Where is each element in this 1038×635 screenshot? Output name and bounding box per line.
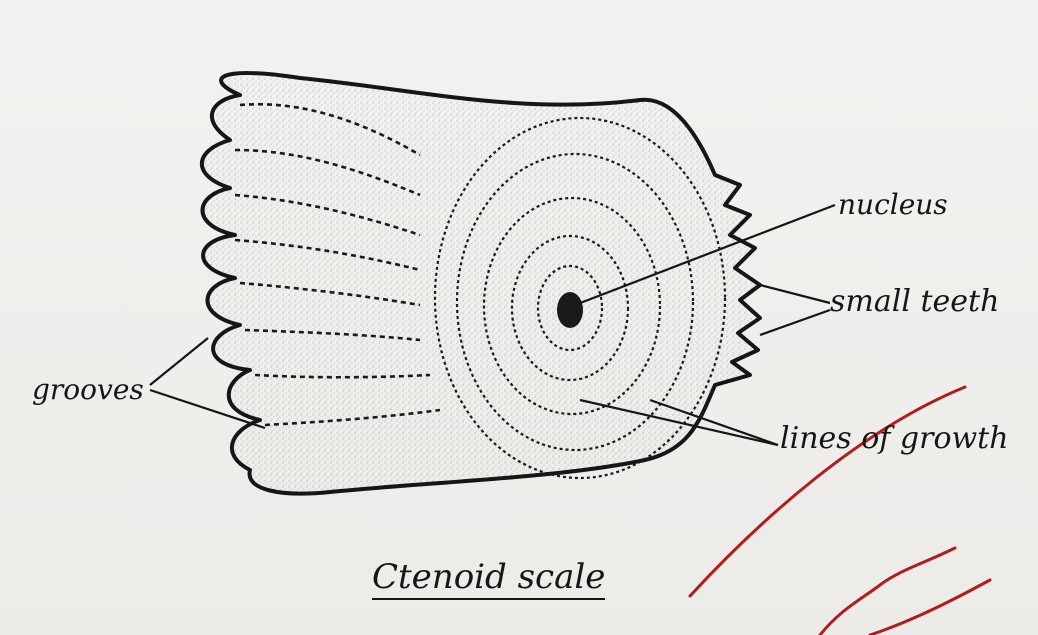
- label-grooves: grooves: [32, 376, 144, 404]
- red-date-scribble: [870, 580, 990, 635]
- red-signature-scribble: [820, 548, 955, 635]
- label-small-teeth: small teeth: [830, 287, 999, 317]
- teeth-pointer-2: [760, 310, 830, 335]
- diagram-title: Ctenoid scale: [372, 560, 605, 600]
- grooves-pointer-1: [150, 338, 208, 385]
- teeth-pointer-1: [760, 285, 830, 303]
- red-check-stroke: [690, 387, 965, 596]
- nucleus-dot: [557, 292, 583, 328]
- label-nucleus: nucleus: [838, 191, 948, 219]
- label-lines-of-growth: lines of growth: [780, 424, 1009, 454]
